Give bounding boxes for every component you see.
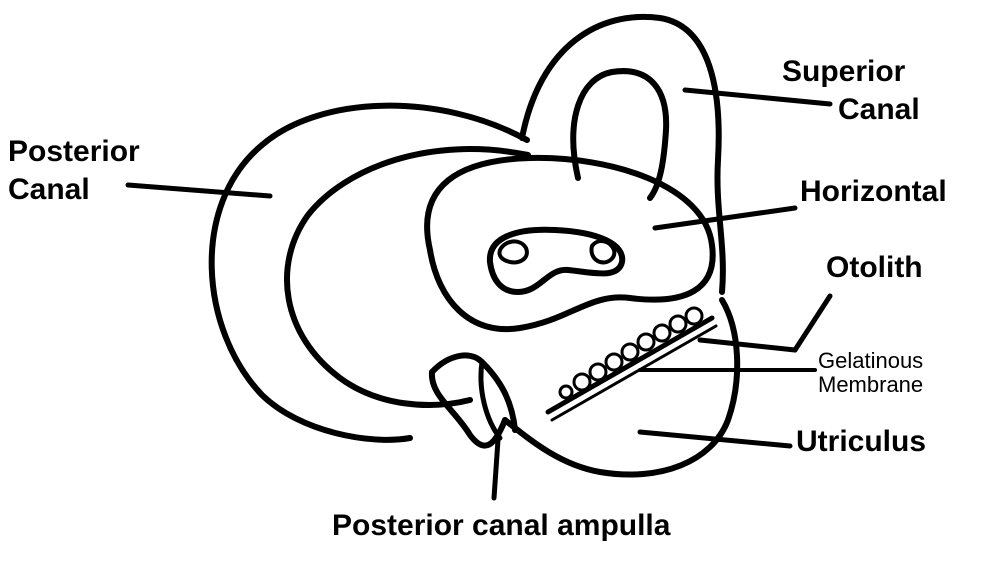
leader-otolith — [795, 296, 830, 350]
otolith-bead — [560, 386, 572, 398]
otolith-beads — [560, 308, 702, 398]
label-superior-canal-line2: Canal — [838, 92, 920, 128]
gelatinous-membrane — [548, 318, 712, 412]
gelatinous-membrane-base — [552, 326, 716, 420]
otolith-bead — [622, 344, 638, 360]
horizontal-inner-right-hole — [591, 241, 614, 262]
otolith-bead — [590, 364, 606, 380]
label-gelatinous-membrane-line2: Membrane — [818, 374, 923, 396]
otolith-bead — [670, 316, 686, 332]
horizontal-inner-left-hole — [499, 241, 526, 262]
otolith-bead — [606, 354, 622, 370]
utriculus-lower — [432, 372, 505, 446]
label-gelatinous-membrane-line1: Gelatinous — [818, 350, 923, 372]
label-horizontal: Horizontal — [800, 174, 947, 210]
leader-ampulla — [494, 440, 498, 498]
leader-superior-canal — [685, 90, 830, 104]
label-posterior-canal-ampulla: Posterior canal ampulla — [332, 508, 670, 544]
leader-horizontal — [655, 208, 795, 228]
label-posterior-canal-line2: Canal — [8, 172, 90, 208]
leader-posterior-canal — [128, 185, 270, 196]
label-utriculus: Utriculus — [796, 424, 926, 460]
otolith-bead — [574, 374, 590, 390]
label-posterior-canal-line1: Posterior — [8, 134, 140, 170]
horizontal-canal-outer — [427, 158, 713, 329]
label-superior-canal-line1: Superior — [782, 54, 905, 90]
otolith-bead — [686, 308, 702, 324]
otolith-bead — [638, 334, 654, 350]
leader-otolith-to-bead — [700, 340, 795, 350]
otolith-bead — [654, 325, 670, 341]
label-otolith: Otolith — [826, 250, 923, 286]
